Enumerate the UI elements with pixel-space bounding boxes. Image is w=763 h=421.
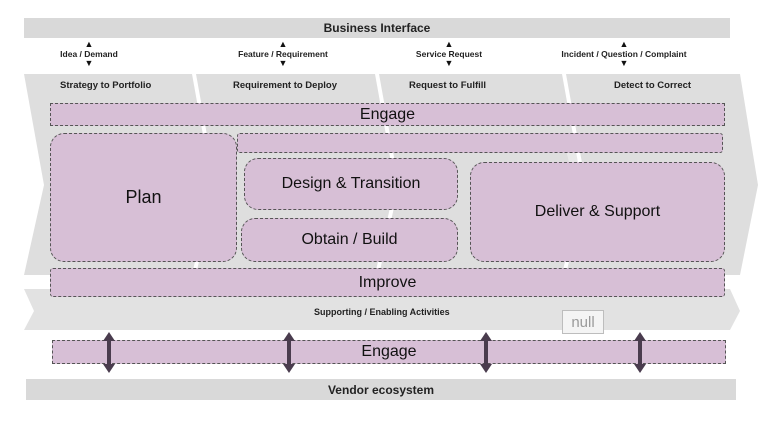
demand-incident: ▲ Incident / Question / Complaint ▼ — [554, 40, 694, 68]
double-arrow-icon: ▲ — [619, 39, 629, 49]
double-arrow-icon: ▼ — [444, 58, 454, 68]
vertical-arrow-3 — [480, 332, 492, 373]
supporting-band — [24, 289, 740, 330]
demand-idea: ▲ Idea / Demand ▼ — [56, 40, 122, 68]
deliver-support-box: Deliver & Support — [470, 162, 725, 262]
vendor-ecosystem-bar: Vendor ecosystem — [26, 379, 736, 400]
value-stream-detect: Detect to Correct — [614, 80, 692, 91]
deliver-support-label: Deliver & Support — [534, 203, 661, 220]
business-interface-title: Business Interface — [323, 21, 431, 35]
value-stream-requirement: Requirement to Deploy — [233, 80, 337, 91]
vertical-arrow-2 — [283, 332, 295, 373]
value-stream-request: Request to Fulfill — [409, 80, 487, 91]
vertical-arrow-4 — [634, 332, 646, 373]
demand-label: Idea / Demand — [60, 49, 118, 59]
null-badge: null — [562, 310, 604, 334]
double-arrow-icon: ▼ — [278, 58, 288, 68]
activity-header-strip — [237, 133, 723, 153]
null-badge-text: null — [571, 313, 595, 331]
business-interface-bar: Business Interface — [24, 18, 730, 38]
design-transition-box: Design & Transition — [244, 158, 458, 210]
supporting-activities-label: Supporting / Enabling Activities — [314, 307, 450, 317]
engage-top-label: Engage — [359, 105, 416, 123]
demand-label: Service Request — [415, 49, 483, 59]
value-stream-strategy: Strategy to Portfolio — [60, 80, 152, 91]
improve-box: Improve — [50, 268, 725, 297]
engage-top-box: Engage — [50, 103, 725, 126]
engage-bottom-label: Engage — [361, 343, 417, 360]
double-arrow-icon: ▼ — [84, 58, 94, 68]
vertical-arrow-1 — [103, 332, 115, 373]
demand-label: Feature / Requirement — [238, 49, 328, 59]
double-arrow-icon: ▲ — [278, 39, 288, 49]
vendor-ecosystem-title: Vendor ecosystem — [327, 382, 435, 397]
plan-label: Plan — [125, 187, 162, 207]
double-arrow-icon: ▲ — [84, 39, 94, 49]
engage-bottom-box: Engage — [52, 340, 726, 364]
obtain-build-label: Obtain / Build — [301, 231, 398, 248]
design-transition-label: Design & Transition — [281, 175, 421, 192]
plan-box: Plan — [50, 133, 237, 262]
double-arrow-icon: ▲ — [444, 39, 454, 49]
demand-service-request: ▲ Service Request ▼ — [411, 40, 487, 68]
obtain-build-box: Obtain / Build — [241, 218, 458, 262]
demand-label: Incident / Question / Complaint — [561, 49, 687, 59]
demand-feature: ▲ Feature / Requirement ▼ — [230, 40, 336, 68]
double-arrow-icon: ▼ — [619, 58, 629, 68]
improve-label: Improve — [358, 273, 417, 291]
